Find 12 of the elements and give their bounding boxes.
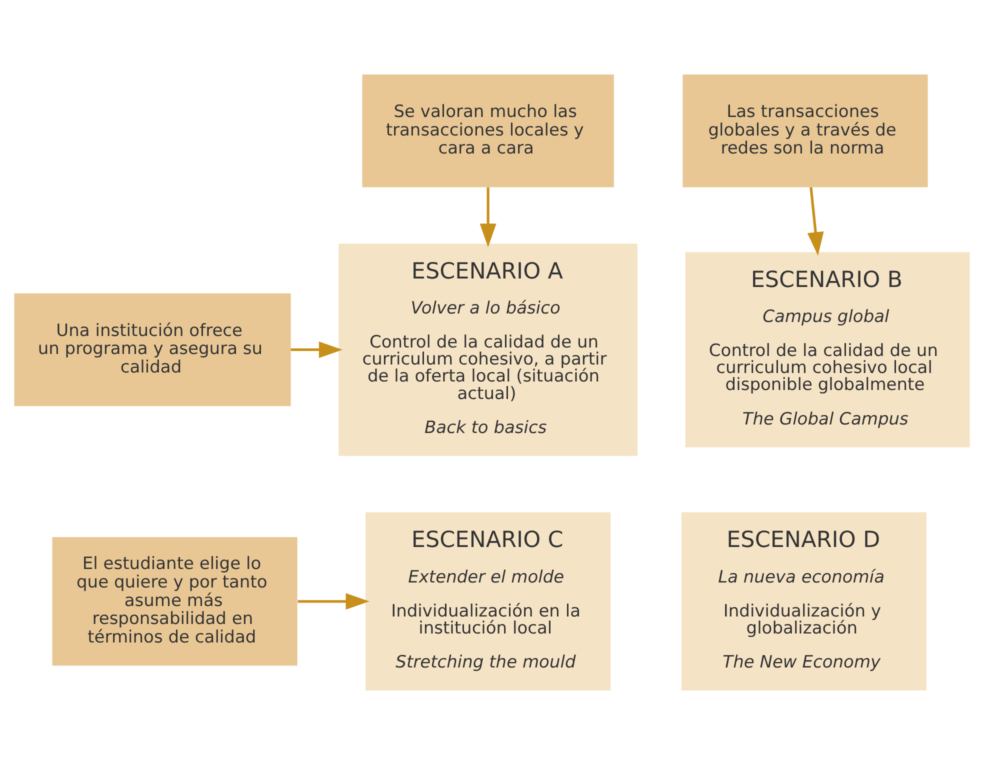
node-box: Se valoran mucho las transacciones locales y cara a cara — [362, 74, 614, 187]
arrow — [806, 186, 824, 256]
node-box: Las transacciones globales y a través de redes son la norma — [682, 74, 928, 187]
arrow — [297, 592, 369, 610]
node-box: ESCENARIO D La nueva economía Individualización y globalización The New Economy — [680, 512, 926, 690]
arrow — [290, 340, 342, 358]
node-box: ESCENARIO C Extender el molde Individualización en la institución local Stretching the mould — [365, 512, 610, 690]
node-box: ESCENARIO A Volver a lo básico Control de la calidad de un curriculum cohesivo, a partir de la oferta local (situación actual) Back to basics — [338, 243, 637, 456]
node-box: ESCENARIO B Campus global Control de la calidad de un curriculum cohesivo local disponible globalmente The Global Campus — [684, 252, 970, 447]
node-box: El estudiante elige lo que quiere y por tanto asume más responsabilidad en términos de calidad — [52, 536, 297, 666]
node-box: Una institución ofrece un programa y asegura su calidad — [14, 292, 290, 406]
arrow — [479, 186, 496, 247]
